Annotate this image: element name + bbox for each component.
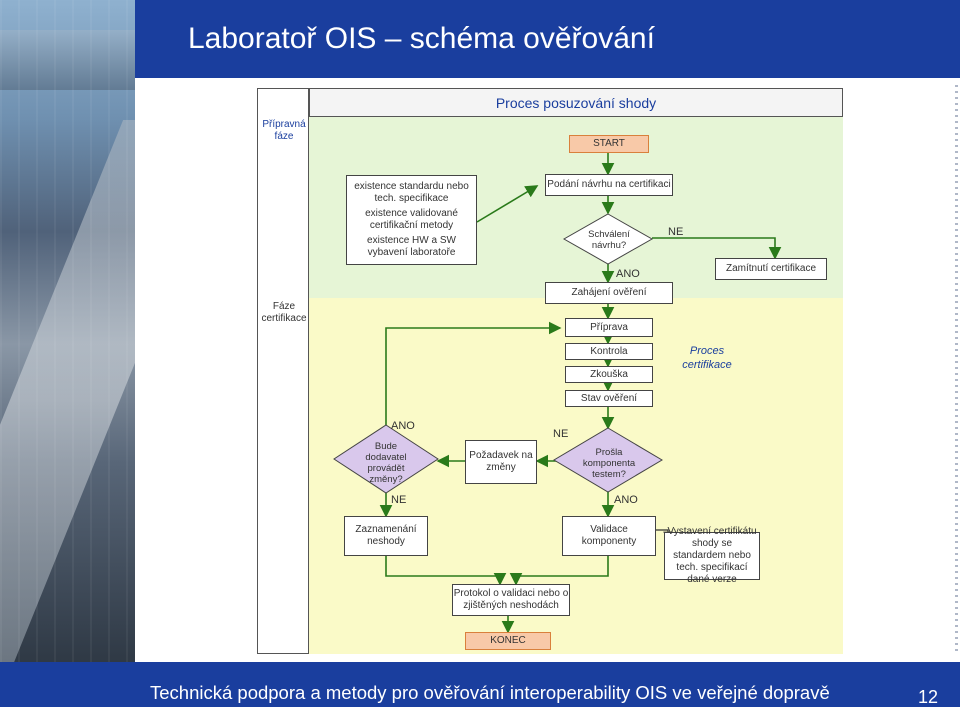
phase-label-certification: Fáze certifikace	[261, 301, 307, 324]
phase-label-preparatory: Přípravná fáze	[262, 119, 306, 142]
passed-diamond	[553, 427, 663, 493]
edge-label-passed-yes: ANO	[614, 494, 638, 506]
end-terminal: KONEC	[465, 632, 551, 650]
supplier-label: Bude dodavatel provádět změny?	[365, 441, 407, 485]
passed-label: Prošla komponenta testem?	[582, 447, 636, 480]
preconditions-box: existence standardu nebo tech. specifika…	[346, 175, 477, 265]
init-node: Zahájení ověření	[545, 282, 673, 304]
footer-bar	[0, 662, 960, 707]
approval-diamond	[562, 213, 654, 265]
process-label: Proces certifikace	[682, 345, 732, 371]
slide-title: Laboratoř OIS – schéma ověřování	[188, 22, 655, 55]
edge-approval-reject	[652, 237, 782, 260]
state-node: Stav ověření	[565, 390, 653, 407]
phase-column	[257, 88, 309, 654]
certificate-node: Vystavení certifikátu shody se standarde…	[664, 526, 760, 585]
edge-supplier-prep	[385, 321, 562, 425]
diagram-header: Proces posuzování shody	[309, 88, 843, 117]
page-number: 12	[918, 687, 939, 707]
right-margin	[843, 78, 960, 662]
edge-label-passed-no: NE	[553, 428, 569, 440]
protocol-node: Protokol o validaci nebo o zjištěných ne…	[452, 584, 570, 616]
record-node: Zaznamenání neshody	[344, 516, 428, 556]
edge-validation-protocol	[509, 556, 609, 586]
control-node: Kontrola	[565, 343, 653, 360]
supplier-diamond	[333, 424, 439, 494]
decorative-dots	[955, 85, 958, 655]
photo-texture	[0, 0, 135, 662]
edge-label-approval-no: NE	[668, 226, 684, 238]
title-bar	[135, 0, 960, 78]
change-request-node: Požadavek na změny	[465, 440, 537, 484]
reject-node: Zamítnutí certifikace	[715, 258, 827, 280]
precondition-method: existence validované certifikační metody	[365, 207, 458, 231]
photo-trees	[0, 30, 135, 90]
precondition-equipment: existence HW a SW vybavení laboratoře	[367, 235, 456, 259]
approval-label: Schválení návrhu?	[588, 229, 630, 251]
footer-text: Technická podpora a metody pro ověřování…	[150, 682, 830, 703]
test-node: Zkouška	[565, 366, 653, 383]
edge-label-supplier-no: NE	[391, 494, 407, 506]
start-terminal: START	[569, 135, 649, 153]
edge-label-supplier-yes: ANO	[391, 420, 415, 432]
edge-label-approval-yes: ANO	[616, 268, 640, 280]
edge-preconditions-submit	[476, 185, 539, 223]
validation-node: Validace komponenty	[562, 516, 656, 556]
edge-record-protocol	[385, 556, 507, 586]
precondition-standard: existence standardu nebo tech. specifika…	[354, 180, 469, 204]
background-photo	[0, 0, 135, 662]
prep-node: Příprava	[565, 318, 653, 337]
submit-node: Podání návrhu na certifikaci	[545, 174, 673, 196]
